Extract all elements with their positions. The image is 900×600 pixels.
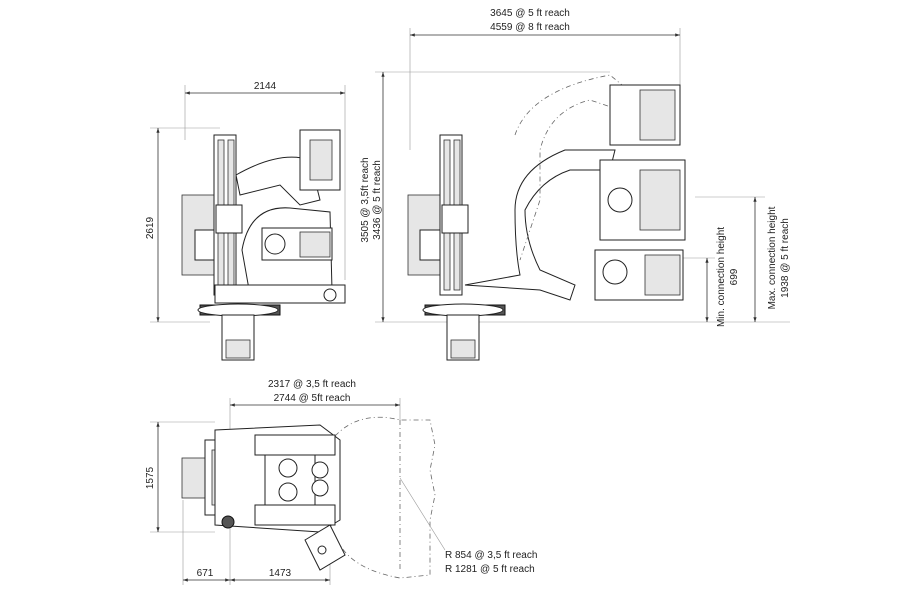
offset-label: 671 bbox=[197, 568, 214, 579]
height-label: 2619 bbox=[145, 216, 156, 239]
max-connection-label: Max. connection height bbox=[767, 206, 778, 309]
depth-label: 1575 bbox=[145, 466, 156, 489]
machine-top-view bbox=[181, 424, 346, 571]
machine-extended-view bbox=[407, 74, 686, 361]
radius-label-3-5ft: R 854 @ 3,5 ft reach bbox=[445, 550, 537, 561]
top-reach-label-3-5ft: 2317 @ 3,5 ft reach bbox=[268, 379, 356, 390]
side-view: 2144 2619 bbox=[145, 81, 346, 361]
machine-side-view bbox=[181, 129, 346, 361]
max-connection-value: 1938 @ 5 ft reach bbox=[780, 218, 791, 298]
top-view: 2317 @ 3,5 ft reach 2744 @ 5ft reach 157… bbox=[145, 379, 537, 585]
width-label: 2144 bbox=[254, 81, 277, 92]
height-label-5ft: 3436 @ 5 ft reach bbox=[372, 160, 383, 240]
extended-view: 3645 @ 5 ft reach 4559 @ 8 ft reach 3505… bbox=[360, 8, 791, 361]
reach-label-8ft: 4559 @ 8 ft reach bbox=[490, 22, 570, 33]
radius-label-5ft: R 1281 @ 5 ft reach bbox=[445, 564, 535, 575]
top-reach-label-5ft: 2744 @ 5ft reach bbox=[274, 393, 351, 404]
reach-label-5ft: 3645 @ 5 ft reach bbox=[490, 8, 570, 19]
reach-radius-arc bbox=[334, 416, 436, 579]
height-label-3-5ft: 3505 @ 3,5ft reach bbox=[360, 157, 371, 242]
min-connection-label: Min. connection height bbox=[716, 227, 727, 327]
min-connection-value: 699 bbox=[729, 268, 740, 285]
span-label: 1473 bbox=[269, 568, 292, 579]
